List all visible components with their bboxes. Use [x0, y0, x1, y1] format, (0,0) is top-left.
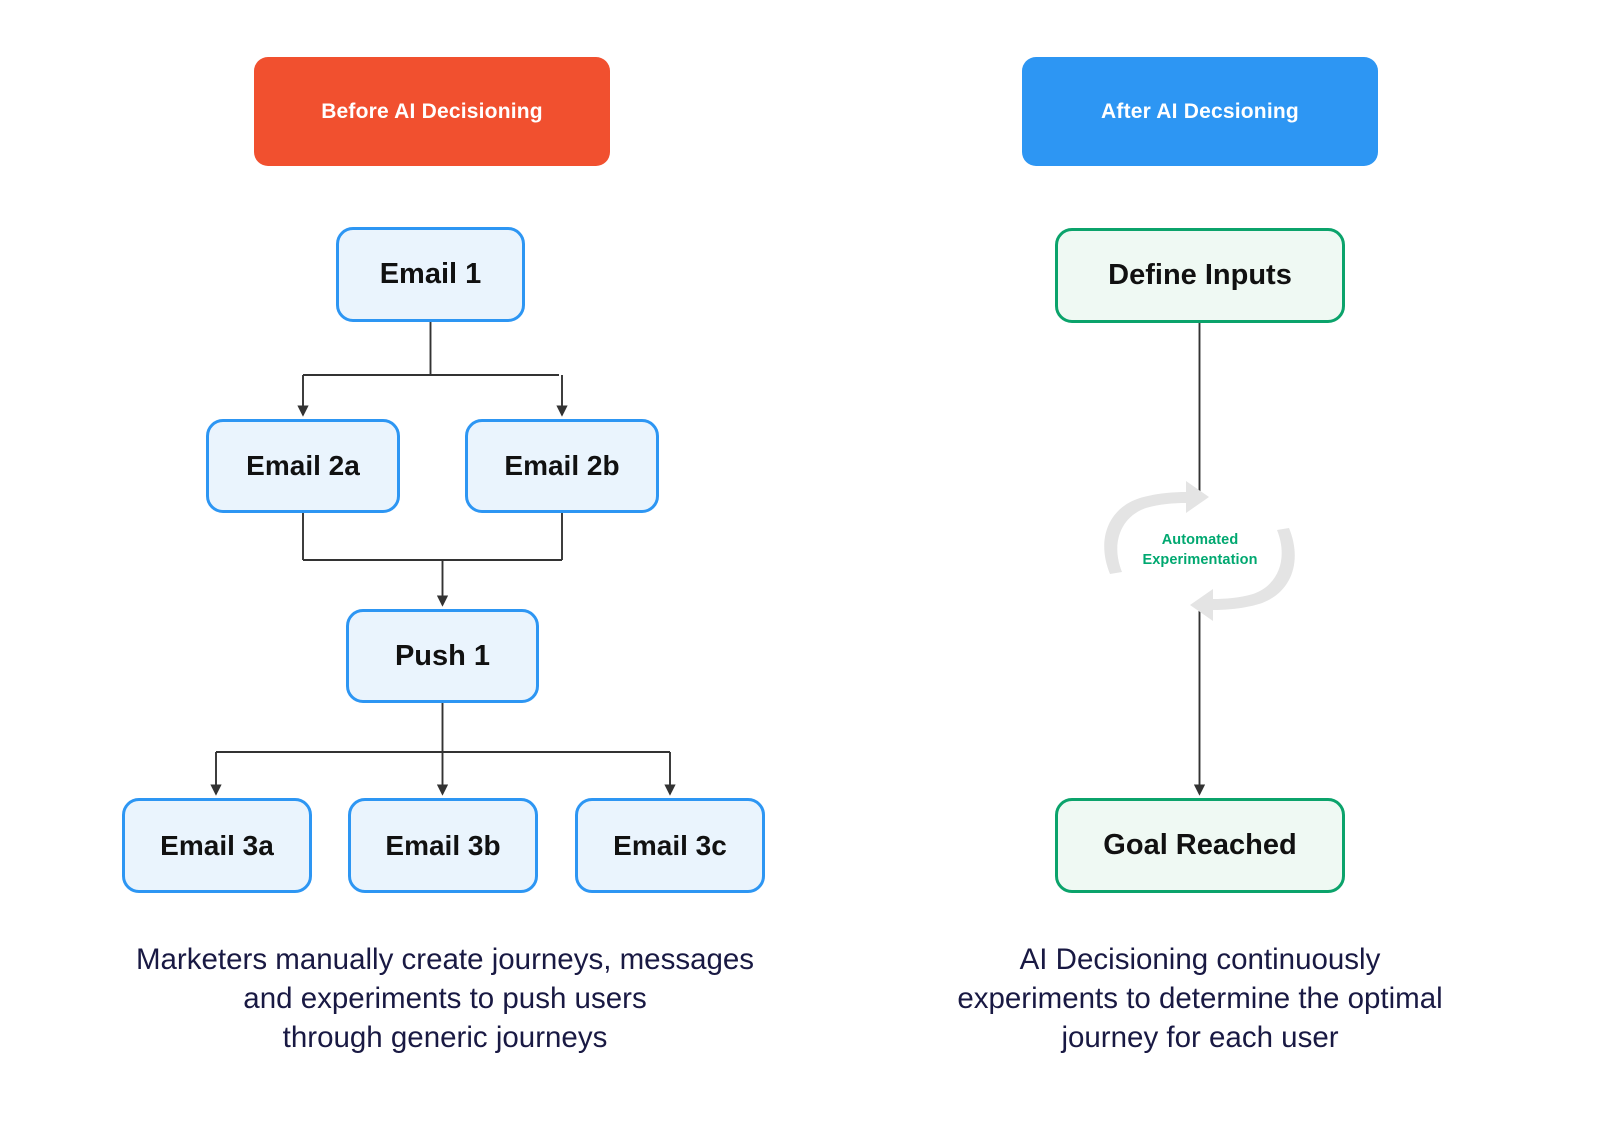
- node-email-3c[interactable]: Email 3c: [575, 798, 765, 893]
- right-caption-line-1: AI Decisioning continuously: [1019, 943, 1381, 976]
- after-ai-decisioning-header: After AI Decsioning: [1022, 57, 1378, 166]
- loop-label-line-1: Automated: [1161, 532, 1239, 548]
- left-caption-line-2: and experiments to push users: [243, 982, 647, 1016]
- right-panel-caption: AI Decisioning continuously experiments …: [860, 940, 1540, 1058]
- node-push-1[interactable]: Push 1: [346, 609, 539, 703]
- node-goal-reached[interactable]: Goal Reached: [1055, 798, 1345, 893]
- node-email-2a[interactable]: Email 2a: [206, 419, 400, 513]
- left-panel-caption: Marketers manually create journeys, mess…: [60, 940, 830, 1058]
- automated-experimentation-label: Automated Experimentation: [1117, 531, 1283, 570]
- node-email-3a[interactable]: Email 3a: [122, 798, 312, 893]
- node-define-inputs[interactable]: Define Inputs: [1055, 228, 1345, 323]
- node-email-3b[interactable]: Email 3b: [348, 798, 538, 893]
- loop-label-line-2: Experimentation: [1142, 551, 1258, 568]
- before-ai-decisioning-header: Before AI Decisioning: [254, 57, 610, 166]
- left-caption-line-3: through generic journeys: [282, 1021, 608, 1055]
- right-caption-line-2: experiments to determine the optimal: [957, 982, 1443, 1016]
- node-email-2b[interactable]: Email 2b: [465, 419, 659, 513]
- node-email-1[interactable]: Email 1: [336, 227, 525, 322]
- right-caption-line-3: journey for each user: [1061, 1021, 1339, 1055]
- left-caption-line-1: Marketers manually create journeys, mess…: [135, 943, 755, 976]
